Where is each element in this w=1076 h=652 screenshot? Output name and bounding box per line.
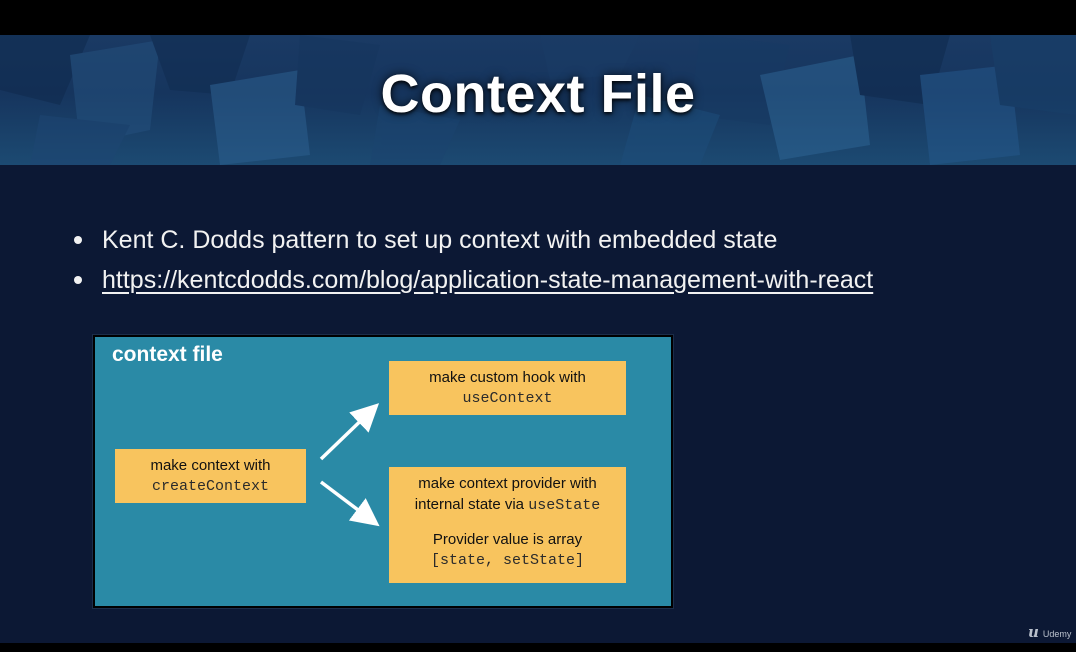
custom-hook-label: make custom hook with — [429, 369, 586, 386]
provider-value-label: Provider value is array — [432, 531, 583, 548]
provider-state-line: internal state via useState — [389, 494, 626, 516]
context-file-diagram: context file make context with createCon… — [93, 335, 673, 608]
bullet-dot-icon — [74, 236, 82, 244]
letterbox-bottom — [0, 643, 1076, 652]
arrow-to-provider-icon — [319, 480, 380, 527]
blog-link[interactable]: https://kentcdodds.com/blog/application-… — [102, 266, 874, 294]
provider-value-code: [state, setState] — [430, 552, 585, 569]
letterbox-top — [0, 0, 1076, 35]
provider-state-code: useState — [528, 497, 601, 514]
bullet-text: Kent C. Dodds pattern to set up context … — [102, 226, 778, 254]
create-context-label: make context with — [150, 457, 271, 474]
create-context-code: createContext — [151, 478, 270, 495]
banner-texture — [0, 35, 1076, 165]
diagram-arrows — [319, 403, 380, 527]
watermark-text: Udemy — [1042, 629, 1072, 639]
context-provider-box: make context provider with internal stat… — [389, 467, 626, 583]
arrow-to-hook-icon — [319, 403, 380, 461]
diagram-title: context file — [112, 343, 223, 366]
slide-title: Context File — [380, 64, 696, 124]
custom-hook-code: useContext — [462, 390, 553, 407]
bullet-dot-icon — [74, 276, 82, 284]
slide: Context File Kent C. Dodds pattern to se… — [0, 35, 1076, 643]
custom-hook-box: make custom hook with useContext — [389, 361, 626, 415]
bullet-item: https://kentcdodds.com/blog/application-… — [72, 260, 873, 300]
udemy-logo-icon: u — [1028, 623, 1039, 641]
bullet-list: Kent C. Dodds pattern to set up context … — [72, 220, 873, 300]
create-context-box: make context with createContext — [115, 449, 306, 503]
provider-label: make context provider with — [418, 475, 597, 492]
bullet-item: Kent C. Dodds pattern to set up context … — [72, 220, 873, 260]
title-banner: Context File — [0, 35, 1076, 165]
provider-state-text: internal state via — [414, 496, 529, 513]
